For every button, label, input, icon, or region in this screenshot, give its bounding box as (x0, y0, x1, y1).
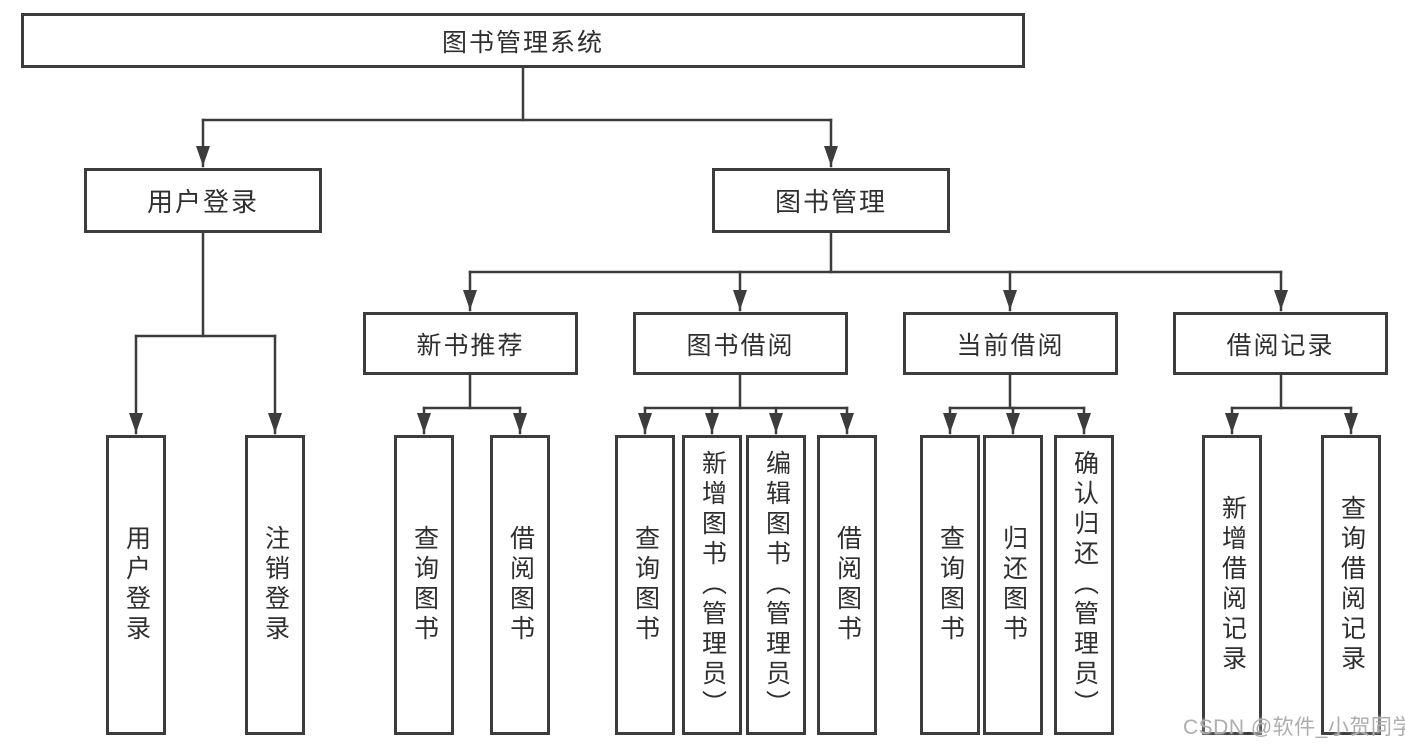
leaf-newbooks-query-books: 查询图书 (394, 435, 454, 735)
leaf-user-login: 用户登录 (106, 435, 166, 735)
node-user-login: 用户登录 (84, 168, 322, 233)
leaf-borrowing-query-books: 查询图书 (615, 435, 675, 735)
leaf-current-return-books: 归还图书 (983, 435, 1043, 735)
csdn-watermark: CSDN @软件_小贺同学 (1183, 716, 1405, 739)
leaf-newbooks-borrow-books: 借阅图书 (490, 435, 550, 735)
leaf-borrowing-borrow-books: 借阅图书 (817, 435, 877, 735)
node-system-root: 图书管理系统 (21, 13, 1025, 68)
node-book-management: 图书管理 (712, 168, 950, 233)
node-new-book-recommend: 新书推荐 (363, 312, 578, 375)
node-borrowing-records: 借阅记录 (1173, 312, 1388, 375)
leaf-current-query-books: 查询图书 (920, 435, 980, 735)
leaf-records-query-record: 查询借阅记录 (1321, 435, 1381, 735)
leaf-current-confirm-return-admin: 确认归还（管理员） (1054, 435, 1114, 735)
node-current-borrowing: 当前借阅 (903, 312, 1118, 375)
leaf-borrowing-add-books-admin: 新增图书（管理员） (682, 435, 742, 735)
leaf-logout: 注销登录 (245, 435, 305, 735)
node-book-borrowing: 图书借阅 (633, 312, 848, 375)
leaf-records-add-record: 新增借阅记录 (1202, 435, 1262, 735)
leaf-borrowing-edit-books-admin: 编辑图书（管理员） (746, 435, 806, 735)
